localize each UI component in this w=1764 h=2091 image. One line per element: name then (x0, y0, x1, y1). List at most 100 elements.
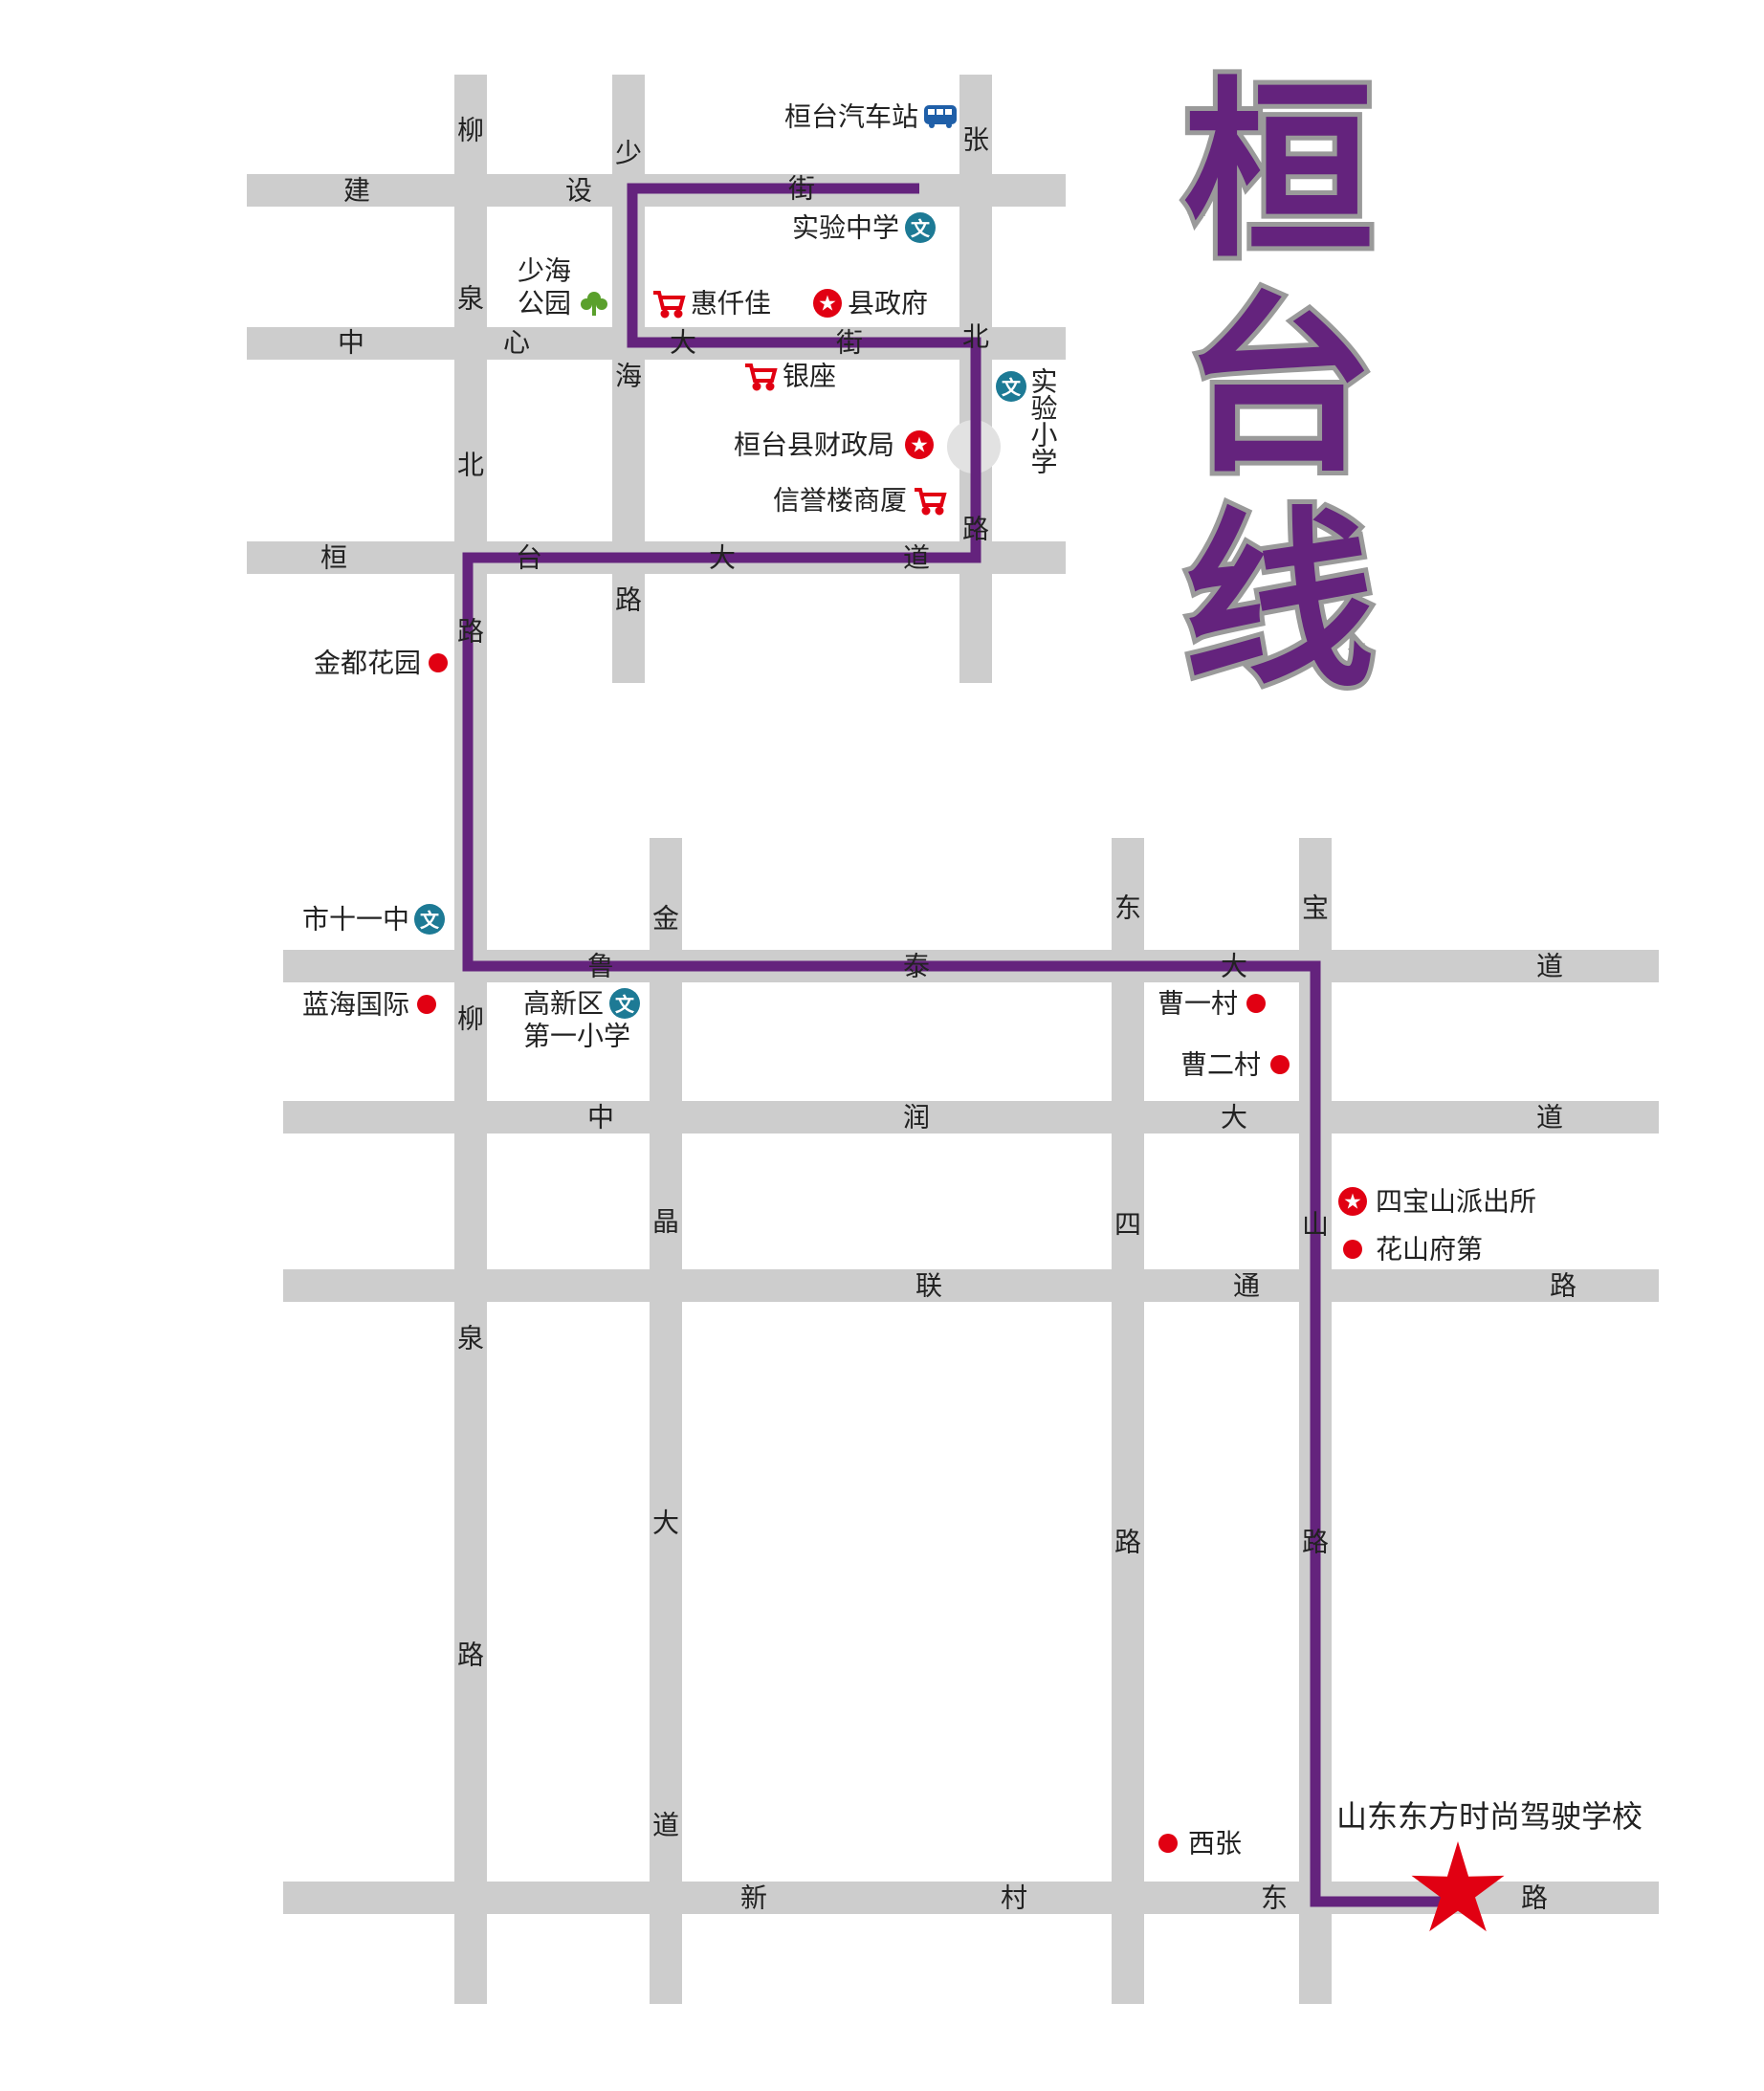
poi-xinyu-mall: 信誉楼商厦 (773, 485, 947, 517)
poi-yinzuo: 银座 (745, 361, 836, 392)
school-icon-glyph: 文 (1002, 376, 1022, 399)
cart-icon (745, 363, 778, 391)
road-char: 路 (457, 616, 484, 648)
road-char: 路 (962, 514, 989, 545)
school-icon-glyph: 文 (420, 909, 440, 932)
road-char: 台 (516, 542, 542, 574)
poi-shiyan-primary: 文 实验小学 (996, 367, 1059, 474)
school-icon: 文 (905, 212, 936, 243)
poi-label: 西张 (1188, 1828, 1242, 1860)
dot-icon (417, 995, 436, 1014)
school-icon-glyph: 文 (615, 993, 635, 1016)
road-char: 新 (740, 1882, 767, 1914)
poi-gaoxin-primary: 高新区 文 第一小学 (523, 988, 640, 1052)
road-char: 北 (457, 450, 484, 481)
road-char: 北 (962, 321, 989, 353)
road-char: 路 (1550, 1270, 1577, 1302)
dot-icon (429, 653, 448, 672)
road-char: 路 (1114, 1527, 1141, 1558)
title-char: 线 (1183, 492, 1375, 715)
road-char: 通 (1233, 1270, 1260, 1302)
svg-text:★: ★ (1343, 1191, 1362, 1215)
dot-icon (1158, 1834, 1178, 1853)
poi-huashan: 花山府第 (1343, 1234, 1483, 1266)
school-icon: 文 (609, 988, 640, 1019)
poi-shiyan-middle: 实验中学 文 (792, 212, 936, 244)
poi-shaohai-park: 少海 公园 (518, 255, 607, 319)
roads-south (283, 555, 1659, 2004)
poi-huiqianjia: 惠仟佳 (653, 288, 771, 319)
bus-icon (924, 105, 957, 128)
map-title: 桓 台 线 (1179, 56, 1379, 719)
road-char: 道 (1536, 951, 1563, 982)
poi-label: 市十一中 (302, 904, 409, 935)
road-char: 道 (1536, 1102, 1563, 1134)
poi-jindu-garden: 金都花园 (314, 648, 448, 679)
poi-destination: 山东东方时尚驾驶学校 (1336, 1798, 1643, 1932)
poi-county-gov: ★ 县政府 (813, 288, 928, 319)
route-line (462, 183, 1458, 1907)
poi-label: 惠仟佳 (691, 288, 771, 319)
road-labels: 建 设 街 中 心 大 街 桓 台 大 道 柳 泉 北 路 少 海 路 张 北 … (320, 115, 1577, 1914)
poi-label: 银座 (783, 361, 836, 392)
dot-icon (1343, 1240, 1362, 1259)
poi-finance-bureau: 桓台县财政局 ★ (734, 429, 934, 461)
poi-label: 实验小学 (1027, 367, 1059, 474)
poi-label: 曹二村 (1180, 1049, 1261, 1081)
road-char: 村 (1001, 1882, 1027, 1914)
poi-label: 金都花园 (314, 648, 421, 679)
road-char: 路 (1521, 1882, 1548, 1914)
poi-xizhang: 西张 (1158, 1828, 1242, 1860)
road-char: 大 (670, 327, 696, 359)
poi-label: 蓝海国际 (302, 989, 409, 1021)
cart-icon (915, 488, 947, 516)
road-char: 大 (1221, 1102, 1247, 1134)
road-char: 东 (1114, 892, 1141, 924)
road-char: 中 (338, 327, 364, 359)
road-char: 宝 (1302, 892, 1329, 924)
poi-label: 县政府 (848, 288, 928, 319)
poi-caoyi: 曹一村 (1158, 988, 1266, 1020)
poi-shi11: 市十一中 文 (302, 904, 445, 935)
gov-star-icon: ★ (1338, 1187, 1367, 1216)
dot-icon (1246, 994, 1266, 1013)
road-char: 中 (587, 1102, 614, 1134)
title-char: 台 (1183, 276, 1375, 499)
school-icon: 文 (996, 371, 1026, 402)
road-jinjing (650, 838, 682, 2004)
title-char: 桓 (1183, 61, 1375, 284)
road-char: 大 (652, 1508, 679, 1539)
road-char: 路 (457, 1640, 484, 1671)
road-char: 润 (903, 1102, 930, 1134)
gov-star-icon: ★ (905, 430, 934, 459)
road-char: 街 (836, 327, 863, 359)
poi-lanhai: 蓝海国际 (302, 989, 436, 1021)
poi-label: 花山府第 (1376, 1234, 1483, 1266)
poi-label: 第一小学 (523, 1021, 630, 1052)
road-char: 桓 (320, 542, 347, 574)
road-dongsi (1112, 838, 1144, 2004)
road-char: 联 (915, 1270, 942, 1302)
destination-label: 山东东方时尚驾驶学校 (1336, 1798, 1643, 1835)
school-icon: 文 (414, 904, 445, 935)
tree-icon (581, 292, 607, 316)
gov-star-icon: ★ (813, 289, 842, 318)
road-char: 路 (615, 584, 642, 616)
roads-north (247, 75, 1066, 683)
road-char: 晶 (652, 1206, 679, 1238)
poi-label: 曹一村 (1158, 988, 1238, 1020)
road-char: 山 (1302, 1209, 1329, 1241)
poi-label: 桓台汽车站 (784, 101, 918, 133)
poi-caoer: 曹二村 (1180, 1049, 1290, 1081)
poi-label: 四宝山派出所 (1376, 1186, 1536, 1218)
poi-label: 高新区 (523, 988, 604, 1020)
school-icon-glyph: 文 (911, 217, 931, 240)
road-char: 四 (1114, 1209, 1141, 1241)
poi-label: 少海 (518, 255, 571, 287)
cart-icon (653, 291, 686, 319)
poi-sibaoshan-police: ★ 四宝山派出所 (1338, 1186, 1536, 1218)
road-zhongrun (283, 1101, 1659, 1134)
road-char: 东 (1261, 1882, 1288, 1914)
svg-text:★: ★ (818, 293, 837, 317)
